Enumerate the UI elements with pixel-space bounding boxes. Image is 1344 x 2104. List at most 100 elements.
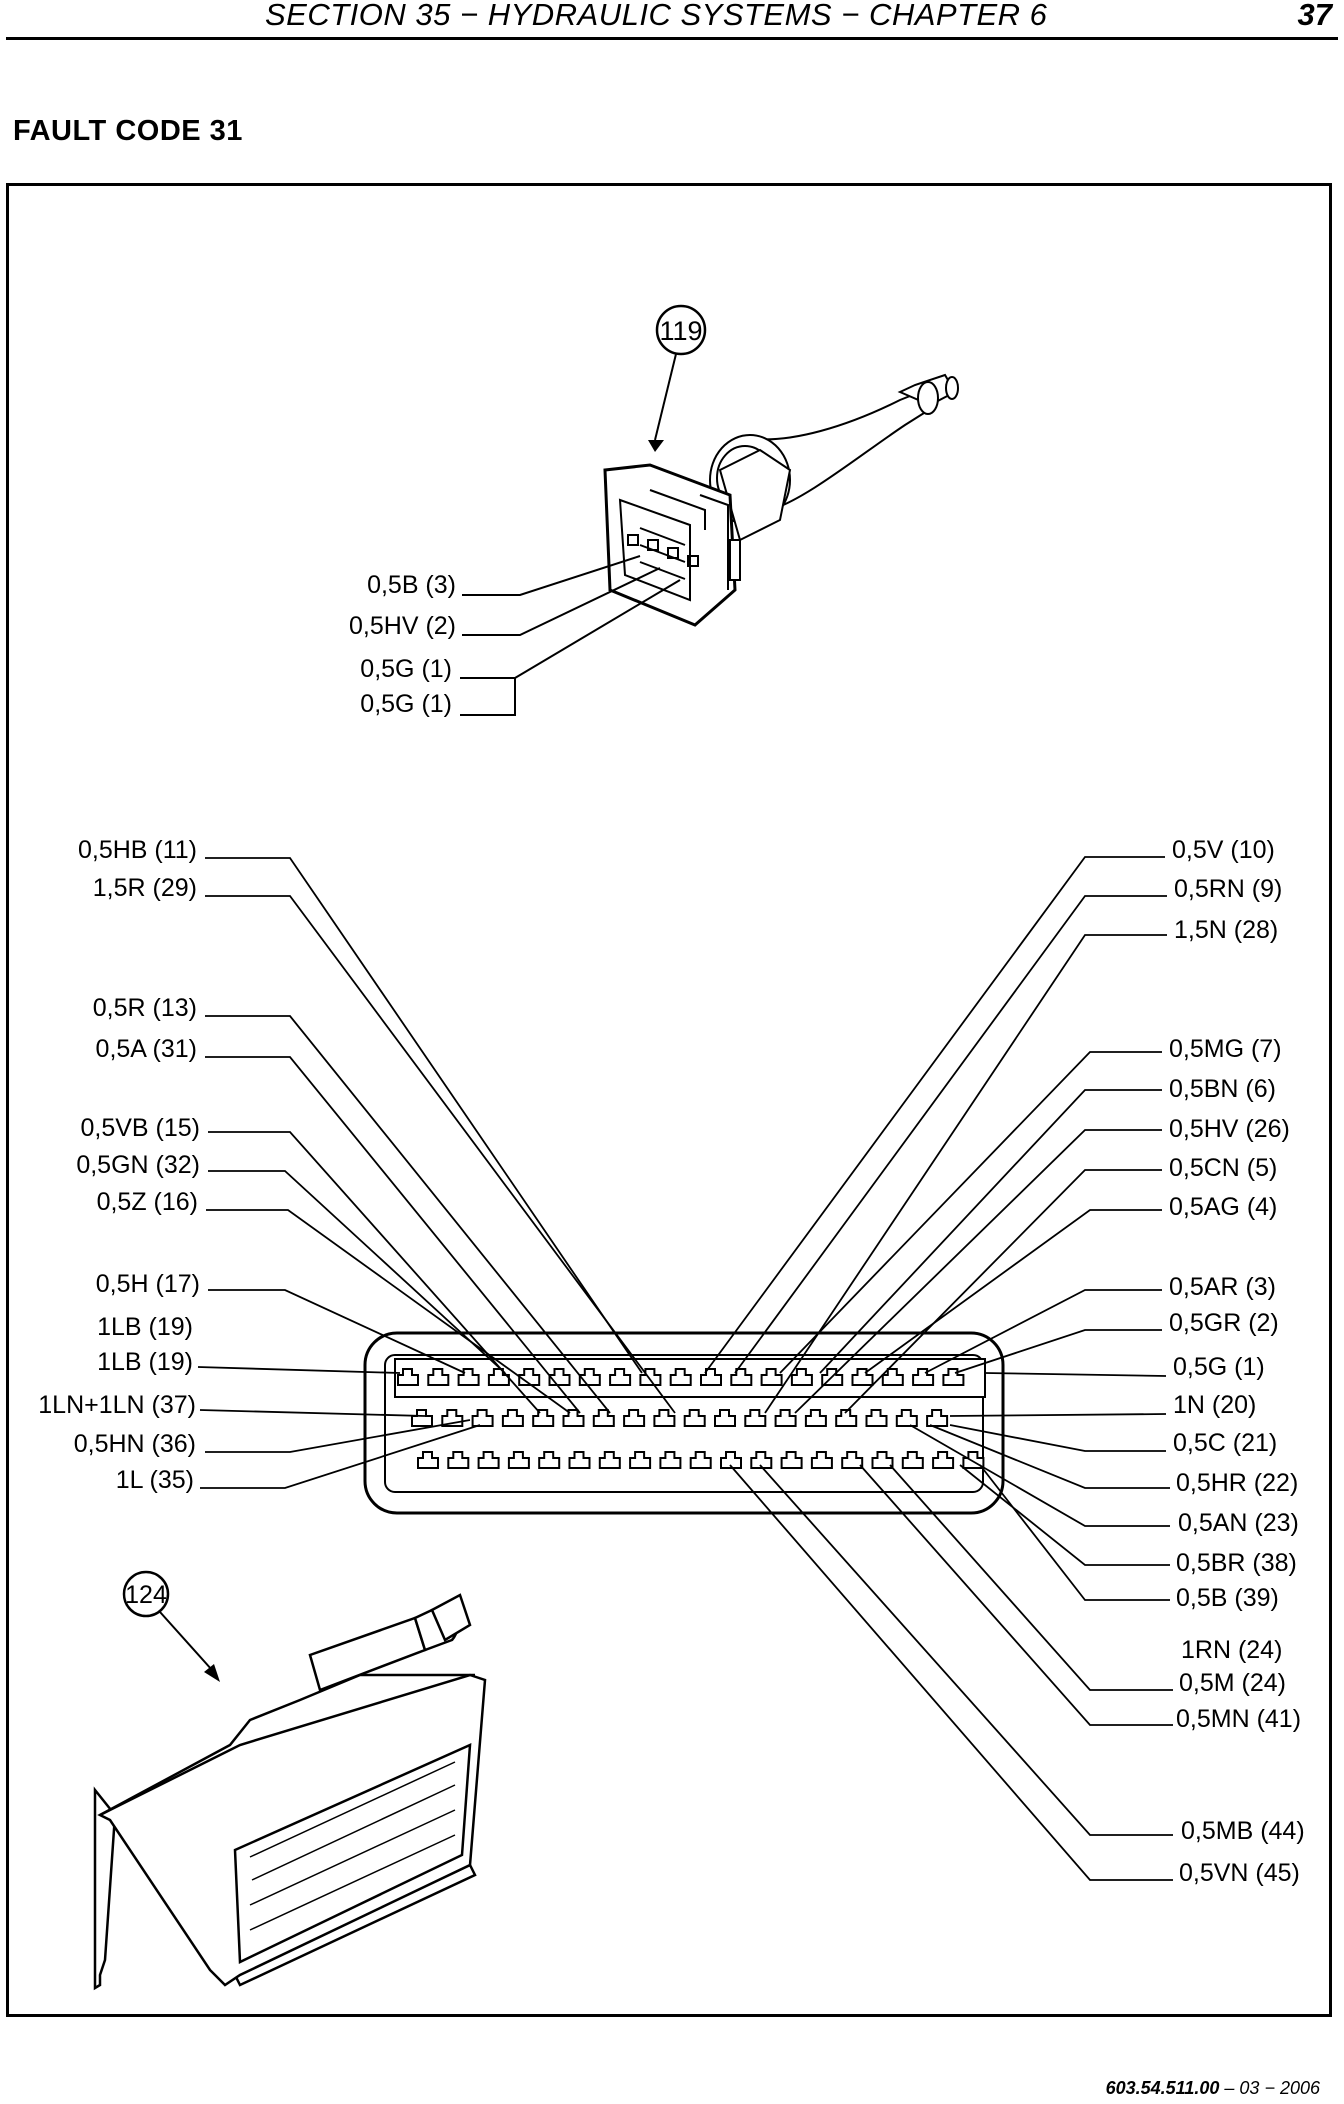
leader-line <box>859 1464 1173 1726</box>
connector-pin <box>895 1409 918 1427</box>
leader-line <box>205 1419 471 1453</box>
connector-pin <box>881 1368 904 1386</box>
connector-pin <box>629 1451 652 1469</box>
right-wire-labels: 0,5V (10) 0,5RN (9) 1,5N (28) 0,5MG (7) … <box>1169 836 1305 1887</box>
connector-pin <box>714 1409 736 1427</box>
connector-pin <box>901 1451 924 1469</box>
connector-pin <box>689 1451 712 1469</box>
wire-label: 0,5G (1) <box>1173 1353 1265 1381</box>
wire-label: 1,5R (29) <box>93 874 197 902</box>
leader-line <box>199 1409 426 1417</box>
wire-label: 0,5B (39) <box>1176 1584 1279 1612</box>
connector-pins <box>397 1368 985 1469</box>
wire-label: 0,5BN (6) <box>1169 1075 1276 1103</box>
wire-label: 0,5R (13) <box>93 994 197 1022</box>
wire-label: 1N (20) <box>1173 1391 1256 1419</box>
leader-line <box>844 1169 1162 1414</box>
diagram-frame <box>6 183 1332 2017</box>
wire-label: 0,5MG (7) <box>1169 1035 1282 1063</box>
wire-label: 0,5C (21) <box>1173 1429 1277 1457</box>
document-date: 03 − 2006 <box>1239 2078 1320 2098</box>
connector-pin <box>669 1368 692 1386</box>
document-number: 603.54.511.00 <box>1105 2078 1220 2098</box>
wire-label: 0,5CN (5) <box>1169 1154 1277 1182</box>
leader-line <box>979 1464 1170 1601</box>
leader-line <box>208 1289 466 1374</box>
leader-line <box>909 1424 1170 1527</box>
leader-line <box>794 1129 1162 1414</box>
connector-pin <box>942 1368 965 1386</box>
leader-line <box>205 1056 581 1414</box>
connector-pin <box>804 1409 827 1427</box>
left-wire-labels: 0,5HB (11) 1,5R (29) 0,5R (13) 0,5A (31)… <box>38 836 200 1494</box>
leader-line <box>959 1464 1170 1566</box>
wire-label: 1LB (19) <box>97 1313 193 1341</box>
wire-label: 0,5GN (32) <box>76 1151 200 1179</box>
callout-119-label: 119 <box>659 316 702 346</box>
leader-line <box>954 1329 1162 1374</box>
wire-label: 0,5B (3) <box>367 571 456 599</box>
leader-line <box>924 1289 1162 1374</box>
leader-line <box>819 1089 1162 1374</box>
leader-line <box>929 1424 1170 1489</box>
leader-line <box>734 895 1167 1374</box>
wire-label: 0,5RN (9) <box>1174 875 1282 903</box>
connector-pin <box>447 1451 470 1469</box>
header-divider <box>6 37 1338 40</box>
connector-pin <box>598 1451 621 1469</box>
wire-label: 0,5AG (4) <box>1169 1193 1277 1221</box>
connector-pin <box>507 1451 530 1469</box>
connector-pin <box>538 1451 561 1469</box>
wire-label: 0,5AR (3) <box>1169 1273 1276 1301</box>
leader-line <box>984 1372 1167 1377</box>
connector-pin <box>750 1451 773 1469</box>
callout-119: 119 <box>648 304 707 452</box>
connector-pin <box>744 1409 767 1427</box>
wire-label: 0,5H (17) <box>96 1270 200 1298</box>
wire-label: 0,5G (1) <box>360 690 452 718</box>
wire-label: 0,5A (31) <box>96 1035 197 1063</box>
wire-label: 0,5VB (15) <box>80 1114 200 1142</box>
document-footer: 603.54.511.00 – 03 − 2006 <box>1105 2078 1320 2098</box>
leader-line <box>205 895 676 1414</box>
connector-pin <box>835 1409 858 1427</box>
wire-label: 1LN+1LN (37) <box>38 1391 196 1419</box>
wire-label: 0,5HR (22) <box>1176 1469 1298 1497</box>
leader-line <box>205 857 643 1374</box>
connector-pin <box>730 1368 753 1386</box>
connector-119 <box>603 373 959 627</box>
leader-lines <box>197 856 1173 1881</box>
connector-124 <box>93 1593 487 1991</box>
connector-pin <box>501 1409 524 1427</box>
wire-label: 0,5AN (23) <box>1178 1509 1299 1537</box>
connector-pin <box>760 1368 783 1386</box>
connector-pin <box>609 1368 632 1386</box>
connector-pin <box>683 1409 706 1427</box>
connector-pin <box>720 1451 742 1469</box>
fault-code-title: FAULT CODE 31 <box>13 115 243 147</box>
leader-line <box>205 1015 611 1414</box>
connector-pin <box>532 1409 555 1427</box>
leader-line <box>759 1464 1173 1836</box>
wire-label: 0,5Z (16) <box>97 1188 198 1216</box>
connector-pin <box>487 1368 510 1386</box>
callout-124: 124 <box>122 1570 220 1682</box>
leader-line <box>197 1366 401 1374</box>
wire-label: 0,5VN (45) <box>1179 1859 1300 1887</box>
leader-line <box>208 1170 506 1374</box>
connector-pin <box>568 1451 591 1469</box>
connector-pin <box>477 1451 500 1469</box>
wire-label: 0,5HN (36) <box>74 1430 196 1458</box>
wire-label: 1LB (19) <box>97 1348 193 1376</box>
leader-line <box>729 1464 1173 1881</box>
wire-label: 0,5M (24) <box>1179 1669 1286 1697</box>
wire-label: 0,5HV (26) <box>1169 1115 1290 1143</box>
connector-pin <box>471 1409 494 1427</box>
wire-label: 0,5MB (44) <box>1181 1817 1305 1845</box>
wire-label: 0,5GR (2) <box>1169 1309 1279 1337</box>
wire-label: 0,5V (10) <box>1172 836 1275 864</box>
leader-line <box>889 1464 1173 1691</box>
connector-pin <box>417 1451 439 1469</box>
connector-pin <box>780 1451 803 1469</box>
